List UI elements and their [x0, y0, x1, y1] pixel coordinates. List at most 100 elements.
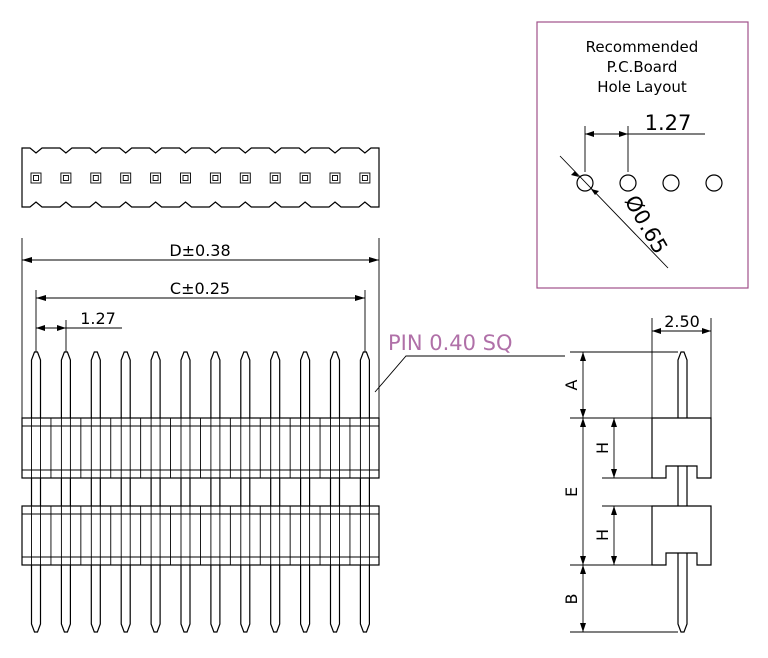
dim-h2-arrow-top [611, 506, 617, 515]
top-pin-square [90, 172, 102, 184]
top-pin-square [359, 172, 371, 184]
side-view: 2.50 A H E H [562, 312, 712, 633]
side-width-label: 2.50 [664, 312, 700, 331]
layout-title-line1: Recommended [586, 38, 699, 56]
dim-h1-arrow-bottom [611, 469, 617, 478]
front-pin-bottom [150, 565, 161, 633]
recommended-layout-panel: Recommended P.C.Board Hole Layout 1.27 Ø… [536, 21, 749, 289]
pcb-hole-1 [576, 174, 594, 192]
dim-pitch-arrow-right [57, 325, 66, 331]
front-pin-top [90, 351, 101, 418]
front-pin-top [60, 351, 71, 418]
front-pin-top [120, 351, 131, 418]
top-pin-square-inner [212, 175, 219, 181]
side-body-upper [651, 417, 712, 479]
front-pin-bottom [30, 565, 42, 633]
dim-pitch-arrow-left [36, 325, 45, 331]
side-pin-top [677, 351, 688, 418]
top-pin-square [329, 172, 341, 184]
front-pin-top [240, 351, 251, 418]
front-pin-bottom [359, 565, 370, 633]
front-pin-top [30, 351, 42, 418]
dim-h1-label: H [593, 442, 612, 454]
dim-d-arrow-right [369, 257, 379, 263]
top-view-outline [21, 147, 380, 208]
layout-title-line3: Hole Layout [597, 78, 687, 96]
front-pin-bottom [270, 565, 281, 633]
pin-callout-label: PIN 0.40 SQ [388, 331, 513, 355]
front-pin-bottom [180, 565, 191, 633]
top-pin-square [239, 172, 251, 184]
top-pin-square-inner [122, 175, 129, 181]
front-pin-bottom [90, 565, 101, 633]
dim-d-arrow-left [22, 257, 32, 263]
top-pin-square [299, 172, 311, 184]
top-pin-square-inner [361, 175, 368, 181]
top-view [21, 147, 380, 208]
dim-h2-label: H [593, 529, 612, 541]
top-pin-square-inner [33, 175, 39, 181]
dim-e-arrow-top [580, 418, 586, 427]
layout-pitch-arrow-left [585, 131, 594, 137]
dim-a-label: A [562, 379, 581, 390]
front-pin-top [210, 351, 221, 418]
front-pin-bottom [120, 565, 131, 633]
top-pin-square-inner [152, 175, 159, 181]
front-pin-bottom [300, 565, 311, 633]
top-pin-square-inner [302, 175, 309, 181]
dim-h1-arrow-top [611, 418, 617, 427]
dim-b-arrow-top [580, 565, 586, 574]
side-pin-bottom [677, 553, 688, 633]
hole-diameter-label: Ø0.65 [620, 191, 672, 258]
front-pin-bottom [210, 565, 221, 633]
front-pin-top [150, 351, 161, 418]
side-body-lower [651, 505, 712, 566]
front-pin-top [329, 351, 341, 418]
dim-b-label: B [562, 594, 581, 605]
layout-pitch-label: 1.27 [645, 111, 692, 135]
side-width-arrow-left [652, 328, 661, 334]
front-pin-top [359, 351, 370, 418]
dim-e-arrow-bottom [580, 556, 586, 565]
top-pin-square-inner [62, 175, 69, 181]
dim-b-arrow-bottom [580, 623, 586, 632]
dim-h2-arrow-bottom [611, 556, 617, 565]
side-width-arrow-right [702, 328, 711, 334]
dim-d-label: D±0.38 [169, 241, 230, 260]
top-pin-square [180, 172, 191, 184]
dim-c-arrow-left [36, 295, 46, 301]
front-view [21, 351, 380, 633]
pcb-hole-3 [662, 174, 680, 192]
dim-pitch-label: 1.27 [80, 309, 116, 328]
dim-c-label: C±0.25 [170, 279, 230, 298]
front-pin-bottom [60, 565, 71, 633]
top-pin-square-inner [92, 175, 99, 181]
top-pin-square [30, 172, 42, 184]
pcb-hole-4 [705, 174, 723, 192]
front-pin-bottom [240, 565, 251, 633]
dim-c-arrow-right [355, 295, 365, 301]
front-pin-top [180, 351, 191, 418]
front-pin-top [270, 351, 281, 418]
pin-callout-leader [374, 355, 565, 393]
front-view-dimensions: D±0.38 C±0.25 1.27 PIN 0.40 SQ [21, 238, 565, 420]
top-pin-square [209, 172, 221, 184]
dim-a-arrow-top [580, 352, 586, 361]
front-pin-bottom [329, 565, 341, 633]
hole-diameter-leader [559, 155, 669, 269]
diameter-arrow-top [571, 171, 579, 177]
top-pin-square [150, 172, 162, 184]
top-pin-square [120, 172, 132, 184]
top-pin-square-inner [182, 175, 189, 181]
top-pin-square-inner [242, 175, 249, 181]
layout-frame [536, 21, 749, 289]
pcb-hole-2 [619, 174, 637, 192]
top-pin-square [269, 172, 281, 184]
diameter-arrow-bottom [591, 189, 599, 195]
dim-a-arrow-bottom [580, 409, 586, 418]
top-pin-square [60, 172, 72, 184]
layout-title-line2: P.C.Board [607, 58, 678, 76]
dim-e-label: E [562, 487, 581, 497]
top-pin-square-inner [272, 175, 279, 181]
